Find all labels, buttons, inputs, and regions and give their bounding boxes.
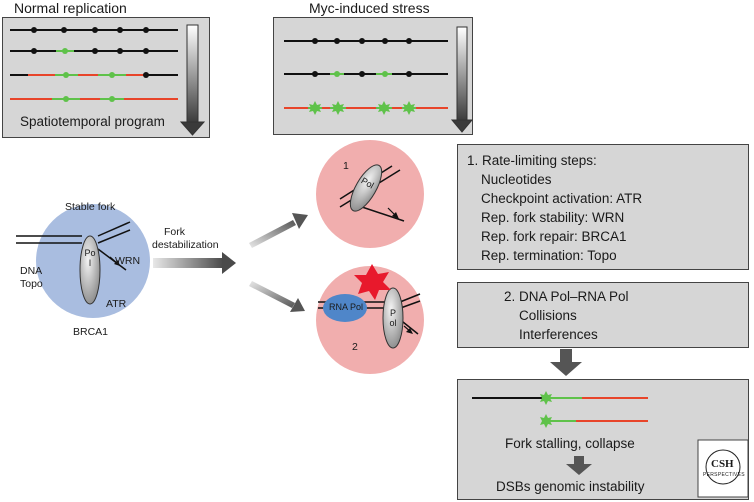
perspectives-logo-text: PERSPECTIVES (703, 472, 745, 478)
time-arrow-left (179, 24, 206, 136)
rate-item-1: Nucleotides (481, 172, 552, 187)
circle2-number: 2 (352, 341, 358, 353)
upper-diagonal-arrow (249, 213, 308, 248)
stable-fork-label: Stable fork (65, 201, 116, 213)
rate-item-2: Checkpoint activation: ATR (481, 191, 643, 206)
circle2-pol-label: Pol (389, 308, 397, 328)
rate-limiting-box (457, 144, 749, 270)
stable-fork-circle (16, 204, 150, 318)
csh-logo-text: CSH (711, 458, 734, 470)
collision-item-1: Collisions (519, 308, 577, 323)
fork-stalling-label: Fork stalling, collapse (505, 436, 635, 451)
myc-dna-tracks (284, 38, 448, 115)
rate-item-4: Rep. fork repair: BRCA1 (481, 229, 627, 244)
wrn-label: WRN (115, 255, 141, 267)
collisions-box (457, 282, 749, 348)
fork-label: Fork (164, 226, 185, 238)
down-arrow-1 (550, 349, 582, 376)
dsb-label: DSBs genomic instability (496, 479, 645, 494)
destabilization-label: destabilization (152, 239, 219, 251)
normal-dna-tracks (10, 27, 178, 102)
normal-replication-panel (2, 17, 210, 138)
rna-pol-label: RNA Pol (329, 302, 364, 312)
topo-label: Topo (20, 278, 43, 290)
collapse-dna-tracks (472, 391, 648, 428)
destabilization-arrow (153, 252, 236, 274)
rate-limiting-heading: 1. Rate-limiting steps: (467, 153, 597, 168)
fork-pol-label: Pol (84, 248, 96, 268)
rate-item-5: Rep. termination: Topo (481, 248, 617, 263)
circle1-number: 1 (343, 160, 349, 172)
myc-stress-title: Myc-induced stress (309, 0, 430, 16)
stress-circle-2 (316, 264, 424, 374)
myc-stress-panel (273, 17, 473, 135)
time-arrow-middle (450, 26, 474, 133)
dna-label: DNA (20, 265, 43, 277)
atr-label: ATR (106, 298, 127, 310)
collision-star-icon (354, 264, 391, 300)
csh-logo (697, 439, 749, 498)
collision-heading: 2. DNA Pol–RNA Pol (504, 289, 629, 304)
brca1-label: BRCA1 (73, 326, 109, 338)
stress-circle-1 (316, 140, 424, 248)
normal-replication-title: Normal replication (14, 0, 127, 16)
lower-diagonal-arrow (249, 281, 305, 312)
spatiotemporal-label: Spatiotemporal program (20, 114, 165, 129)
down-arrow-2 (566, 456, 592, 475)
collision-item-2: Interferences (519, 327, 598, 342)
rate-item-3: Rep. fork stability: WRN (481, 210, 625, 225)
